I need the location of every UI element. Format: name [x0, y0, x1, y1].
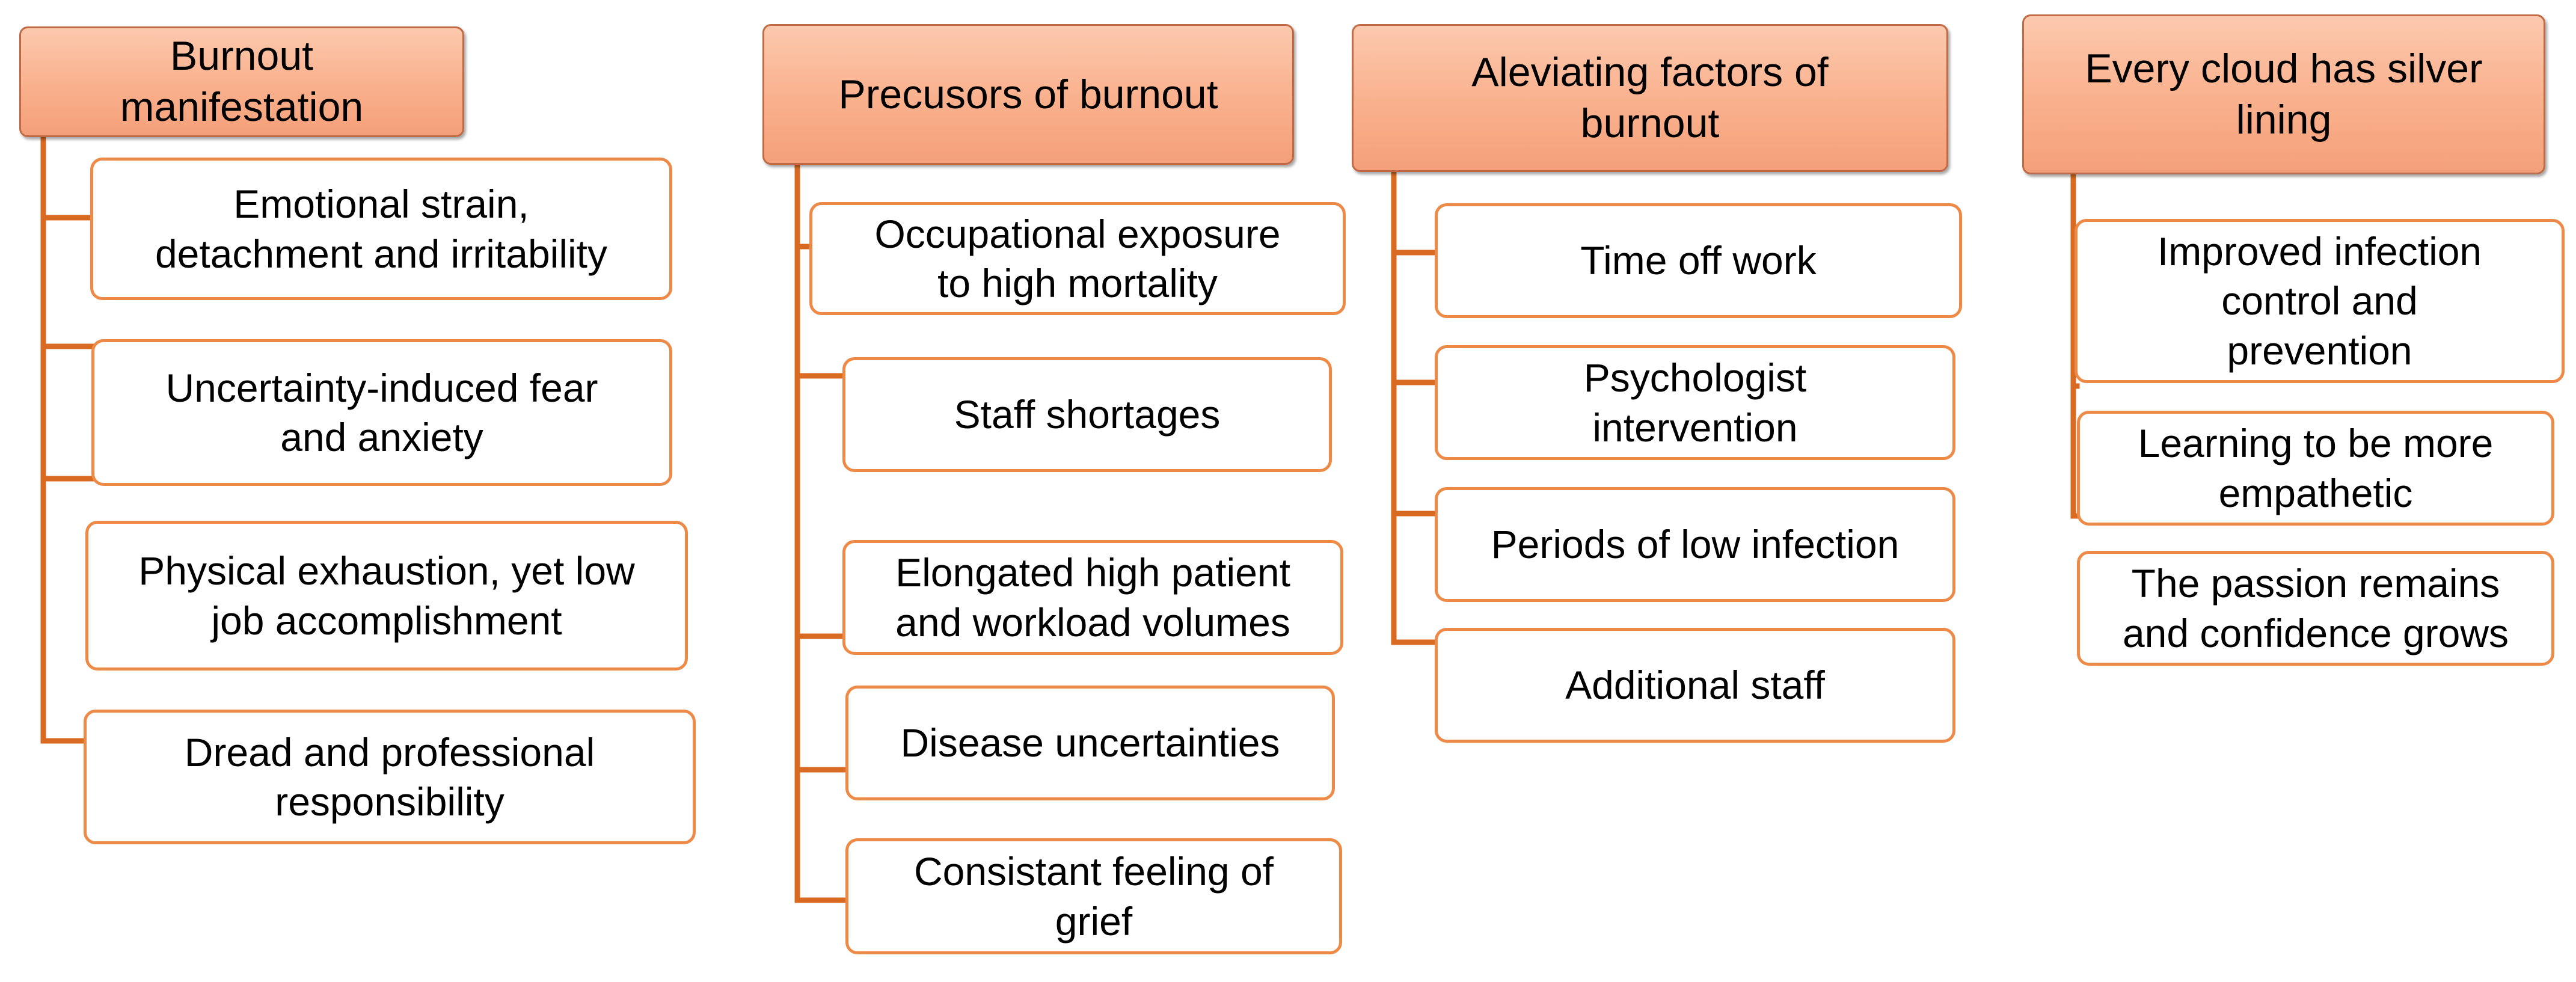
item-staff-shortages: Staff shortages: [842, 357, 1332, 472]
item-dread-responsibility: Dread and professional responsibility: [84, 710, 696, 844]
item-grief: Consistant feeling of grief: [845, 838, 1342, 954]
item-infection-control: Improved infection control and preventio…: [2075, 219, 2565, 383]
item-physical-exhaustion: Physical exhaustion, yet low job accompl…: [85, 521, 688, 671]
item-more-empathetic: Learning to be more empathetic: [2077, 411, 2554, 526]
item-additional-staff: Additional staff: [1435, 628, 1955, 743]
item-psychologist-intervention: Psychologist intervention: [1435, 345, 1955, 460]
item-occupational-exposure: Occupational exposure to high mortality: [809, 202, 1346, 315]
header-silver-lining: Every cloud has silver lining: [2022, 14, 2545, 174]
header-precursors-of-burnout: Precusors of burnout: [762, 24, 1294, 165]
item-elongated-workload: Elongated high patient and workload volu…: [842, 540, 1343, 655]
item-time-off-work: Time off work: [1435, 203, 1962, 318]
item-uncertainty-fear: Uncertainty-induced fear and anxiety: [91, 339, 672, 486]
item-passion-confidence: The passion remains and confidence grows: [2077, 551, 2554, 666]
header-burnout-manifestation: Burnout manifestation: [19, 26, 464, 137]
item-low-infection-periods: Periods of low infection: [1435, 487, 1955, 602]
item-emotional-strain: Emotional strain, detachment and irritab…: [90, 158, 672, 300]
header-alleviating-factors: Aleviating factors of burnout: [1352, 24, 1948, 172]
item-disease-uncertainties: Disease uncertainties: [845, 686, 1335, 800]
